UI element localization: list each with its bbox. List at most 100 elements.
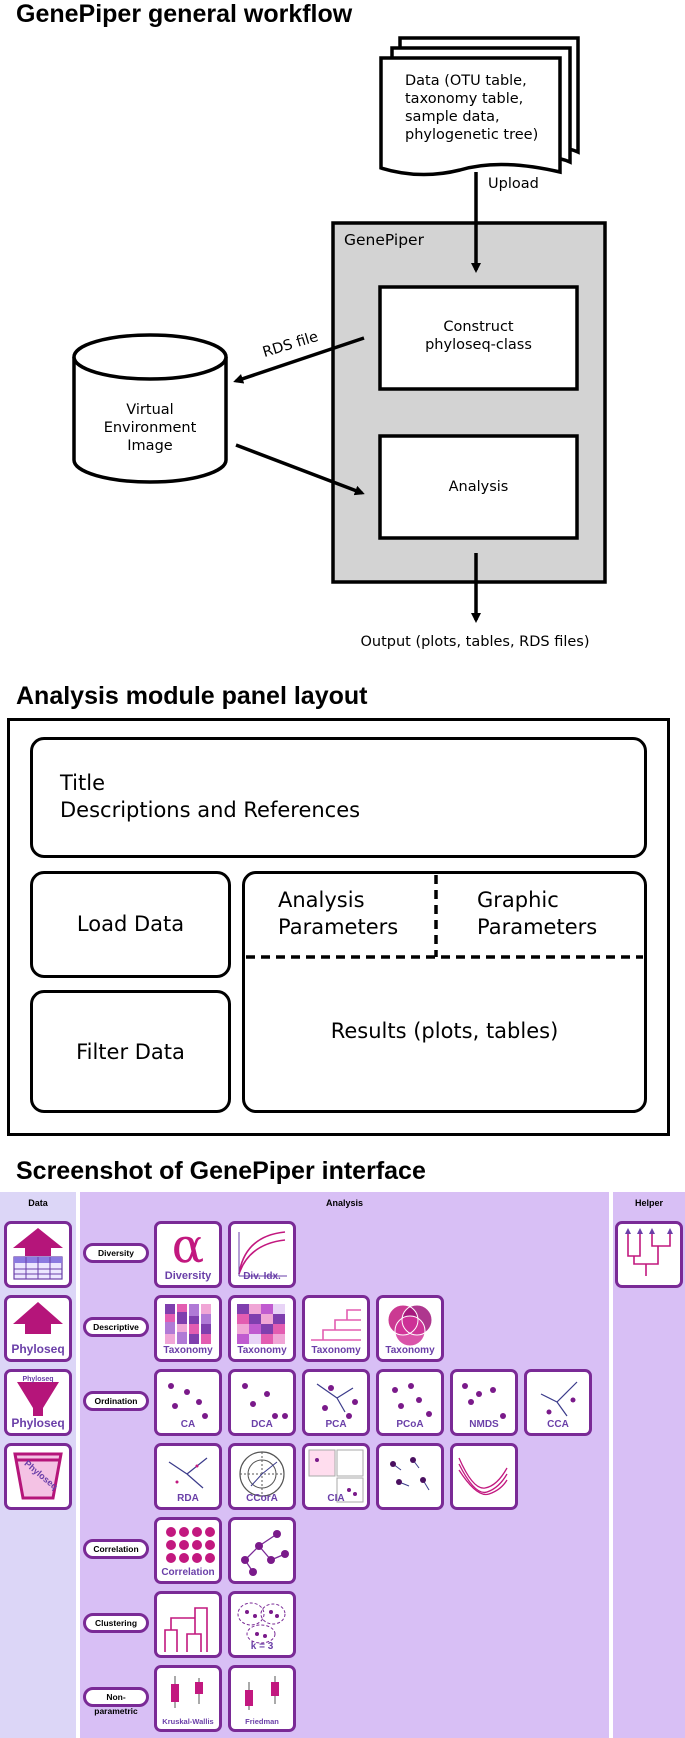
stacked-bar-icon [165, 1304, 211, 1344]
category-correlation[interactable]: Correlation [83, 1539, 149, 1559]
profile-plot-tile[interactable] [450, 1443, 518, 1510]
category-descriptive[interactable]: Descriptive [83, 1317, 149, 1337]
title-panel-title: Title [60, 771, 106, 795]
kruskal-wallis-caption: Kruskal-Wallis [162, 1717, 214, 1726]
alpha-diversity-caption: Diversity [164, 1270, 212, 1282]
pca-caption: PCA [325, 1419, 347, 1430]
data-column-header: Data [28, 1198, 48, 1208]
category-clustering[interactable]: Clustering [83, 1613, 149, 1633]
panel-dividers [246, 875, 643, 959]
cia-caption: CIA [327, 1493, 345, 1504]
output-label: Output (plots, tables, RDS files) [360, 634, 590, 650]
data-document-icon [379, 36, 580, 177]
filter-data-panel [30, 990, 231, 1113]
phyloseq-load-tile[interactable]: Phyloseq Phyloseq [4, 1369, 72, 1436]
title-panel-desc: Descriptions and References [60, 798, 361, 822]
graphic-params-label: Graphic Parameters [477, 888, 598, 939]
helper-column-header: Helper [634, 1198, 663, 1208]
filter-data-label: Filter Data [76, 1040, 185, 1064]
phyloseq-load-caption: Phyloseq [11, 1416, 65, 1430]
taxonomy-caption-4: Taxonomy [385, 1345, 435, 1356]
dca-caption: DCA [251, 1419, 273, 1430]
phylo-tree-icon [625, 1228, 673, 1276]
genepiper-label: GenePiper [344, 231, 424, 249]
ca-caption: CA [180, 1419, 196, 1430]
taxonomy-tree-tile[interactable]: Taxonomy [302, 1295, 370, 1362]
tree-icon [311, 1309, 361, 1341]
scatter-icon [462, 1383, 506, 1419]
rda-tile[interactable]: RDA [154, 1443, 222, 1510]
load-data-panel [30, 871, 231, 978]
heatmap-icon [237, 1304, 285, 1344]
upload-table-tile[interactable] [4, 1221, 72, 1288]
taxonomy-caption-3: Taxonomy [311, 1345, 361, 1356]
kmeans-caption: k = 3 [250, 1641, 274, 1652]
cluster-icon [237, 1602, 286, 1644]
workflow-diagram [72, 36, 607, 623]
scatter-icon [168, 1383, 208, 1419]
biplot-icon [168, 1457, 208, 1489]
ca-tile[interactable]: CA [154, 1369, 222, 1436]
network-tile[interactable] [228, 1517, 296, 1584]
correlation-caption: Correlation [161, 1567, 215, 1578]
cca-caption: CCA [547, 1419, 569, 1430]
analysis-box [378, 434, 579, 540]
category-ordination[interactable]: Ordination [83, 1391, 149, 1411]
alpha-diversity-tile[interactable]: α Diversity [154, 1221, 222, 1288]
dot-matrix-icon [166, 1527, 215, 1563]
analysis-params-label: Analysis Parameters [278, 888, 399, 939]
procrustes-tile[interactable] [376, 1443, 444, 1510]
phyloseq-upload-tile[interactable]: Phyloseq [4, 1295, 72, 1362]
taxonomy-heatmap-tile[interactable]: Taxonomy [228, 1295, 296, 1362]
phyloseq-upload-caption: Phyloseq [11, 1342, 65, 1356]
scatter-icon [242, 1383, 288, 1419]
taxonomy-caption-1: Taxonomy [163, 1345, 213, 1356]
analysis-column-header: Analysis [325, 1198, 364, 1208]
pcoa-tile[interactable]: PCoA [376, 1369, 444, 1436]
taxonomy-bar-tile[interactable]: Taxonomy [154, 1295, 222, 1362]
coinertia-icon [308, 1449, 364, 1503]
ccora-caption: CCorA [246, 1493, 278, 1504]
friedman-caption: Friedman [245, 1717, 279, 1726]
layout-title: Analysis module panel layout [16, 682, 368, 710]
category-nonparametric[interactable]: Non-parametric [83, 1687, 149, 1716]
biplot-icon [316, 1383, 358, 1419]
main-panel [242, 871, 647, 1113]
paired-scatter-icon [390, 1457, 430, 1491]
pcoa-caption: PCoA [396, 1419, 424, 1430]
cia-tile[interactable]: CIA [302, 1443, 370, 1510]
nmds-tile[interactable]: NMDS [450, 1369, 518, 1436]
scatter-icon [392, 1383, 432, 1417]
dendrogram-icon [164, 1607, 208, 1652]
cca-tile[interactable]: CCA [524, 1369, 592, 1436]
accumulation-curve-icon [238, 1231, 287, 1277]
filter-icon [13, 1452, 63, 1500]
ccora-tile[interactable]: CCorA [228, 1443, 296, 1510]
taxonomy-caption-2: Taxonomy [237, 1345, 287, 1356]
kruskal-wallis-tile[interactable]: Kruskal-Wallis [154, 1665, 222, 1732]
helper-tree-tile[interactable] [615, 1221, 683, 1288]
line-profile-icon [458, 1457, 508, 1496]
table-upload-icon [13, 1228, 63, 1280]
upload-label: Upload [488, 176, 539, 192]
vei-cylinder-icon [72, 333, 228, 484]
diversity-index-tile[interactable]: Div. Idx. [228, 1221, 296, 1288]
analysis-label: Analysis [448, 479, 509, 495]
interface-title: Screenshot of GenePiper interface [16, 1157, 426, 1185]
dca-tile[interactable]: DCA [228, 1369, 296, 1436]
category-diversity[interactable]: Diversity [83, 1243, 149, 1263]
construct-label: Construct phyloseq-class [425, 319, 532, 353]
phyloseq-filter-tile[interactable]: Phyloseq [4, 1443, 72, 1510]
friedman-tile[interactable]: Friedman [228, 1665, 296, 1732]
load-data-label: Load Data [76, 912, 185, 936]
taxonomy-venn-tile[interactable]: Taxonomy [376, 1295, 444, 1362]
rda-caption: RDA [177, 1493, 199, 1504]
correlation-tile[interactable]: Correlation [154, 1517, 222, 1584]
pca-tile[interactable]: PCA [302, 1369, 370, 1436]
phyloseq-load-top-caption: Phyloseq [22, 1376, 54, 1383]
dendrogram-tile[interactable] [154, 1591, 222, 1658]
workflow-title: GenePiper general workflow [16, 0, 353, 28]
correlation-circle-icon [239, 1451, 285, 1497]
venn-icon [387, 1304, 433, 1347]
kmeans-tile[interactable]: k = 3 [228, 1591, 296, 1658]
